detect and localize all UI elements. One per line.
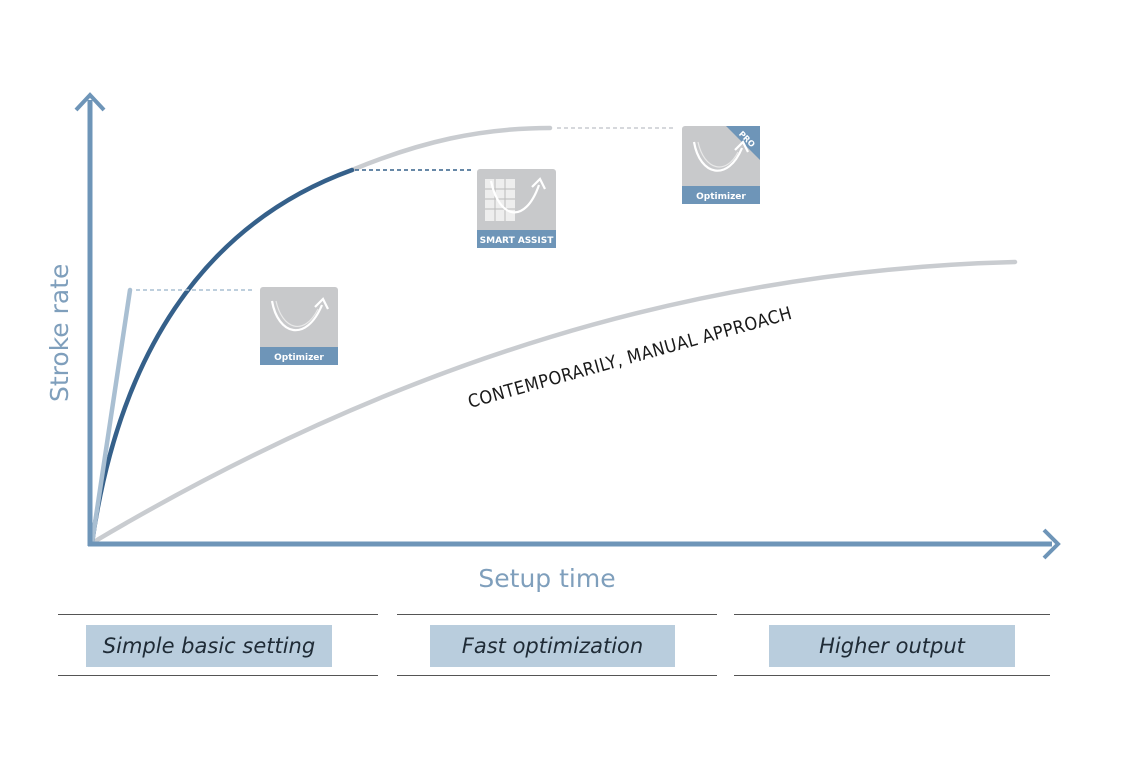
y-axis [74,92,106,546]
x-axis-label: Setup time [478,564,615,593]
phase-fast-optimization: Fast optimization [430,625,675,667]
manual-approach-curve [89,259,1018,546]
smart-assist-badge-label: SMART ASSIST [480,236,555,246]
optimizer-badge-label: Optimizer [274,353,324,363]
phase-basic-setting: Simple basic setting [86,625,332,667]
optimizer-curve-icon [692,140,749,172]
optimized-curve [89,167,355,546]
phase-row-higher: Higher output [734,614,1050,676]
smart-assist-badge: SMART ASSIST [477,169,556,248]
phase-higher-output: Higher output [769,625,1015,667]
manual-approach-label: CONTEMPORARILY, MANUAL APPROACH [466,303,795,413]
optimizer-badge: Optimizer [260,287,338,365]
optimizer-pro-badge: PRO Optimizer [682,126,760,204]
smart-assist-icon [485,177,546,221]
phase-row-basic: Simple basic setting [58,614,378,676]
phase-row-fast: Fast optimization [397,614,717,676]
optimizer-pro-badge-label: Optimizer [696,192,746,202]
y-axis-label: Stroke rate [45,264,74,402]
plateau-curve [349,125,553,173]
basic-setting-line [89,287,133,546]
x-axis [88,528,1061,560]
optimizer-curve-icon [270,297,329,332]
